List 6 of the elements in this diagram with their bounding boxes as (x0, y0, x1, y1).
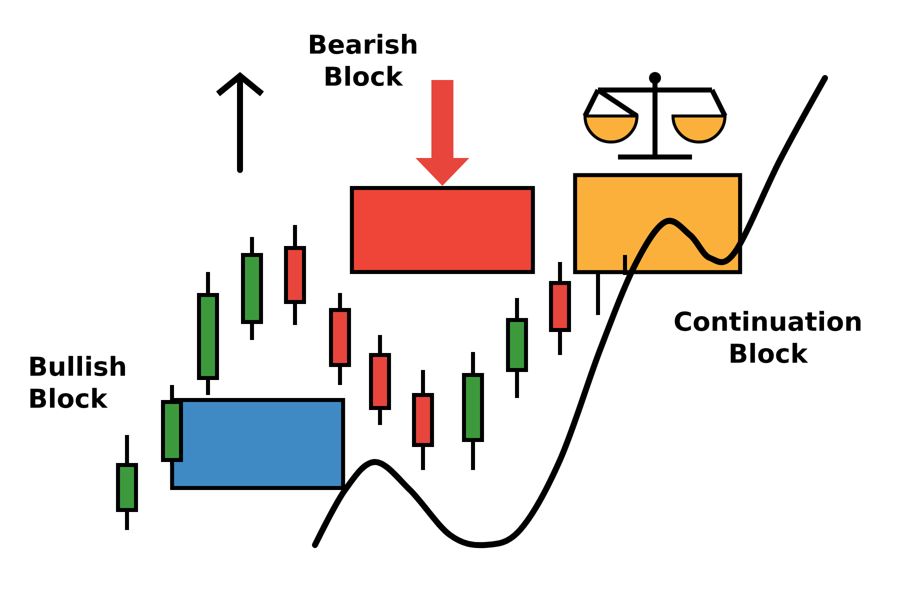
order-block (350, 186, 535, 274)
order-block (573, 173, 742, 274)
block-label: Bullish Block (30, 356, 126, 408)
block-label: Continuation Block (674, 310, 861, 364)
block-label: Bearish Block (310, 34, 416, 86)
order-block (170, 398, 346, 490)
